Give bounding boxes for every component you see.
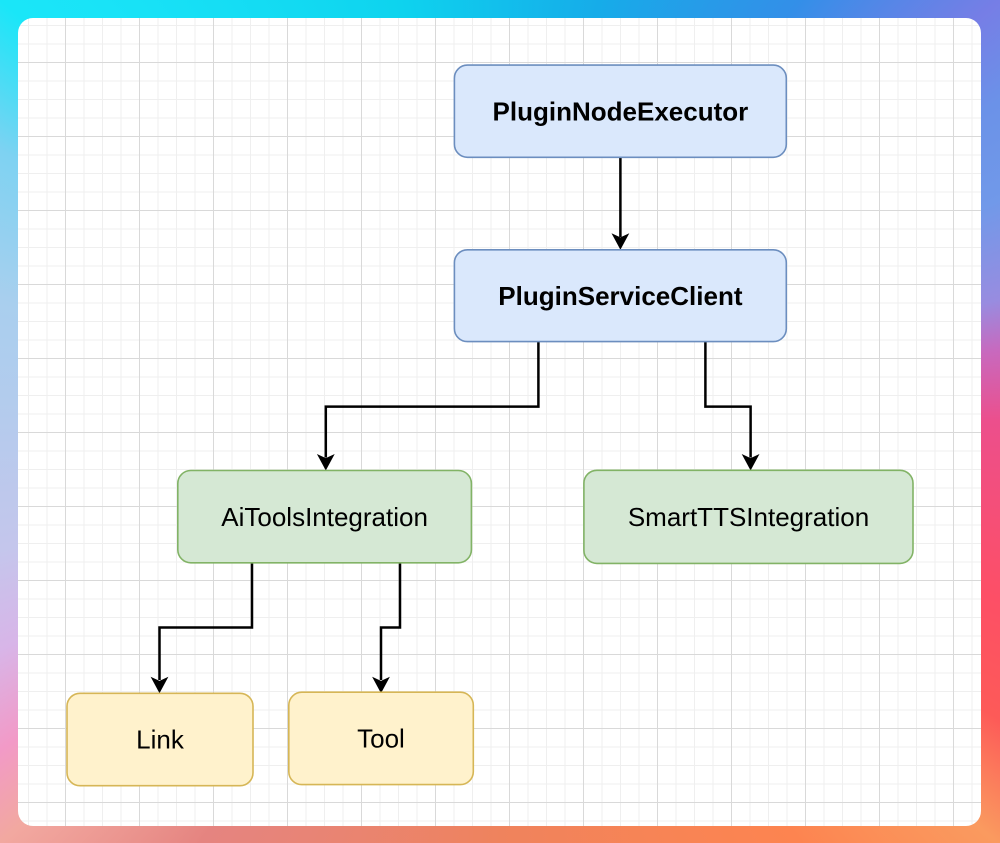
svg-text:Tool: Tool [357, 724, 405, 754]
svg-text:SmartTTSIntegration: SmartTTSIntegration [628, 502, 869, 532]
svg-text:PluginNodeExecutor: PluginNodeExecutor [493, 96, 749, 126]
svg-text:AiToolsIntegration: AiToolsIntegration [221, 502, 428, 532]
svg-text:PluginServiceClient: PluginServiceClient [498, 281, 743, 311]
svg-text:Link: Link [136, 725, 185, 755]
